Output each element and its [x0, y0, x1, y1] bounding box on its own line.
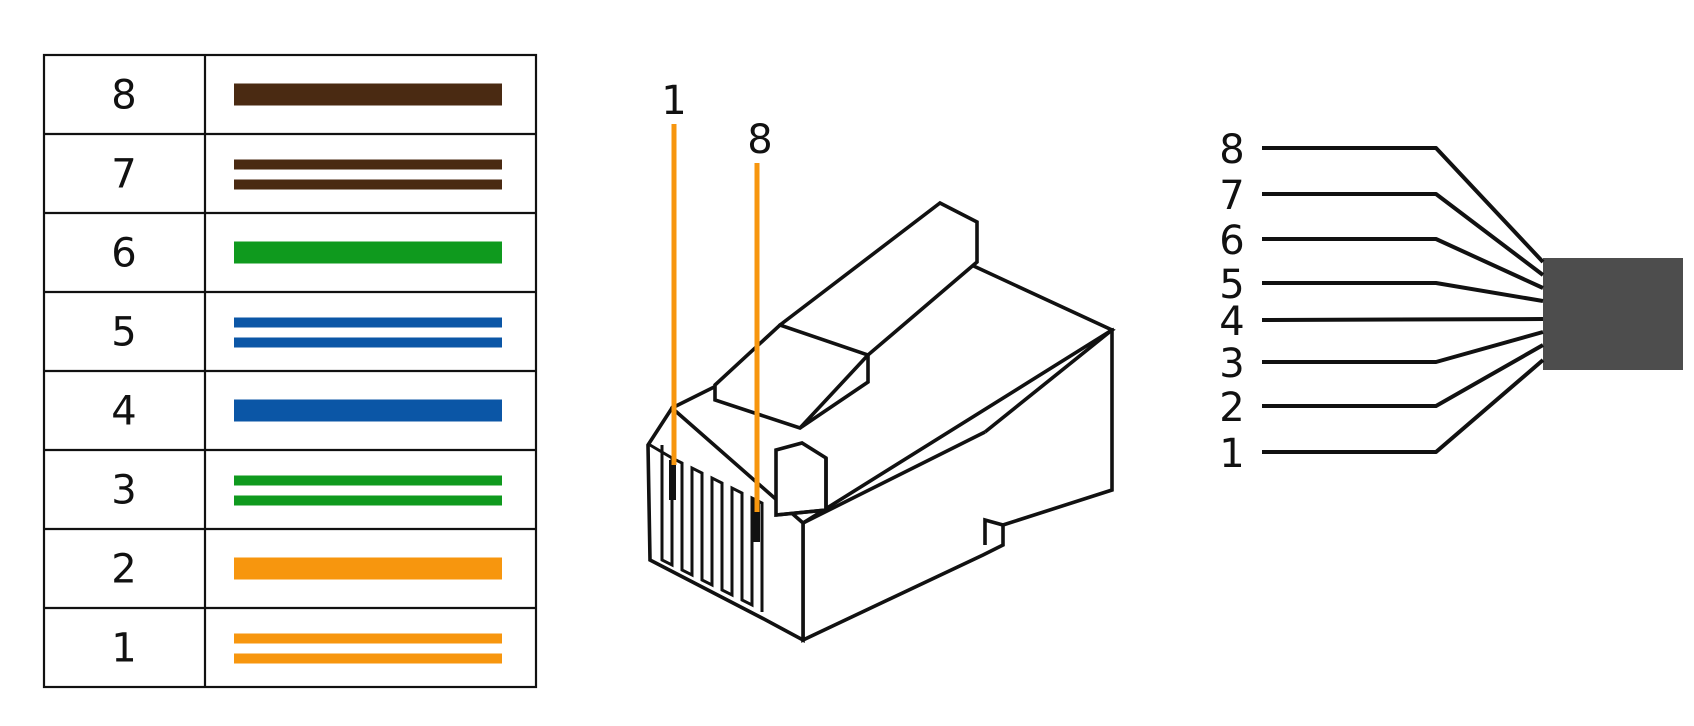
wire-blue-stripe — [234, 337, 502, 348]
contact-comb — [649, 443, 764, 612]
fanout-label-6: 6 — [1219, 218, 1244, 264]
latch-tab-top — [713, 322, 870, 430]
pin-1-label: 1 — [661, 78, 686, 124]
pin-number: 1 — [111, 626, 136, 672]
fanout-wire-4 — [1261, 317, 1544, 322]
fanout-wire-1 — [1262, 358, 1545, 454]
fanout-wire-3 — [1262, 330, 1544, 364]
wire-brown-stripe — [234, 179, 502, 190]
fanout-label-1: 1 — [1219, 431, 1244, 477]
pin-number: 4 — [111, 389, 136, 435]
wire-color-table: 8 7 6 5 4 3 2 1 — [42, 53, 538, 689]
fanout-wire-7 — [1262, 192, 1545, 277]
rj45-connector — [646, 200, 1116, 644]
wire-brown-stripe — [234, 159, 502, 170]
fanout-label-8: 8 — [1219, 127, 1244, 173]
fanout-label-4: 4 — [1219, 299, 1244, 345]
latch-base — [774, 441, 828, 517]
pin-1-contact — [669, 460, 676, 500]
fanout-label-2: 2 — [1219, 385, 1244, 431]
pin-number: 6 — [111, 231, 136, 277]
pin-8-label: 8 — [747, 117, 772, 163]
fanout-wire-5 — [1262, 281, 1544, 303]
cable-jacket — [1543, 258, 1683, 370]
wire-orange-stripe — [234, 653, 502, 664]
pin-number: 7 — [111, 152, 136, 198]
fanout-wire-8 — [1262, 146, 1545, 264]
fanout-label-5: 5 — [1219, 262, 1244, 308]
fanout-label-3: 3 — [1219, 341, 1244, 387]
fanout-label-7: 7 — [1219, 173, 1244, 219]
pin-number: 5 — [111, 310, 136, 356]
pin-8-contact — [753, 500, 760, 542]
wire-orange-stripe — [234, 633, 502, 644]
pin-number: 3 — [111, 468, 136, 514]
pin-number: 8 — [111, 73, 136, 119]
pin-number: 2 — [111, 547, 136, 593]
wire-blue-solid — [234, 399, 502, 422]
fanout-wire-2 — [1262, 343, 1544, 408]
wire-brown-solid — [234, 83, 502, 106]
fanout-wire-6 — [1262, 237, 1544, 290]
wire-blue-stripe — [234, 317, 502, 328]
wire-green-solid — [234, 241, 502, 264]
wire-green-stripe — [234, 475, 502, 486]
wire-orange-solid — [234, 557, 502, 580]
wire-green-stripe — [234, 495, 502, 506]
